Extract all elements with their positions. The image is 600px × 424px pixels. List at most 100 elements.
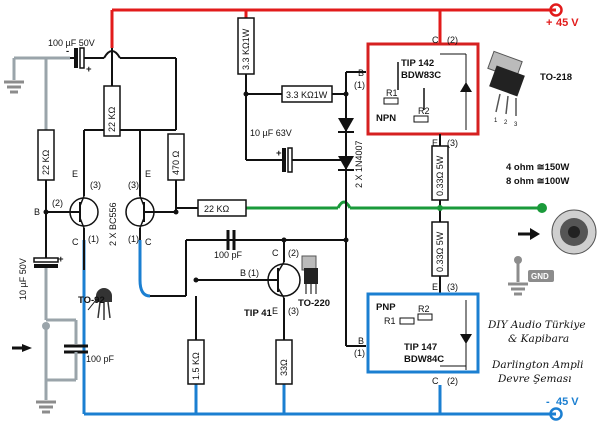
- to92-label: TO-92: [78, 295, 105, 306]
- input-gray-wiring: 100 pF: [12, 318, 115, 414]
- svg-text:(3): (3): [447, 138, 458, 148]
- svg-text:3.3 KΩ1W: 3.3 KΩ1W: [286, 90, 328, 100]
- svg-text:+: +: [276, 148, 282, 159]
- output-terminal[interactable]: [537, 203, 547, 213]
- svg-text:3.3 KΩ1W: 3.3 KΩ1W: [241, 28, 251, 70]
- svg-text:(2): (2): [447, 376, 458, 386]
- output-line: [246, 200, 547, 213]
- cap-10u50-label: 10 µF 50V: [18, 258, 28, 300]
- input-100pf-label: 100 pF: [86, 354, 115, 364]
- svg-text:1.5 KΩ: 1.5 KΩ: [191, 352, 201, 380]
- input-cap-minus: -: [66, 46, 69, 57]
- diff-pair-bc556: B (2) E (3) C (1) E (3) C (1) 2 X BC556: [34, 48, 176, 280]
- svg-text:E: E: [72, 169, 78, 179]
- svg-text:100 pF: 100 pF: [214, 250, 243, 260]
- svg-text:(1): (1): [354, 80, 365, 90]
- negative-rail-sign: -: [546, 396, 550, 408]
- ground-input-bottom-icon: [36, 400, 56, 414]
- to218-label: TO-218: [540, 72, 572, 83]
- svg-text:(1): (1): [128, 234, 139, 244]
- svg-text:NPN: NPN: [376, 113, 396, 124]
- resistor-33: [275, 339, 293, 385]
- svg-text:0.33Ω 5W: 0.33Ω 5W: [435, 155, 445, 196]
- input-cap-label: 100 µF 50V: [48, 38, 95, 48]
- junction-dots: [43, 91, 443, 283]
- svg-text:33Ω: 33Ω: [279, 359, 289, 376]
- positive-rail: + 45 V: [110, 3, 579, 48]
- credit-line4: Devre Şeması: [497, 373, 572, 385]
- svg-text:3: 3: [514, 122, 518, 128]
- resistor-22k-feedback: 22 KΩ: [176, 199, 247, 217]
- input-capacitor: [70, 47, 96, 69]
- svg-text:TIP 142: TIP 142: [401, 58, 434, 69]
- credit-line3: Darlington Ampli: [491, 359, 584, 371]
- bias-diodes: 2 X 1N4007: [338, 71, 366, 347]
- svg-text:(1): (1): [248, 268, 259, 278]
- input-arrow-icon: [22, 344, 32, 352]
- svg-text:(3): (3): [447, 282, 458, 292]
- resistor-22k-left: 22 KΩ: [37, 129, 55, 258]
- input-ground-icon: [4, 80, 24, 94]
- resistor-22k-top: 22 KΩ: [103, 85, 121, 137]
- svg-text:R1: R1: [386, 88, 398, 98]
- svg-text:(3): (3): [288, 306, 299, 316]
- svg-text:2 X 1N4007: 2 X 1N4007: [354, 140, 364, 188]
- svg-text:(3): (3): [128, 180, 139, 190]
- to92-package-icon: [87, 288, 112, 320]
- svg-text:(2): (2): [447, 35, 458, 45]
- svg-text:E: E: [432, 138, 438, 148]
- credit-line2: & Kapibara: [508, 333, 569, 345]
- positive-rail-sign: +: [546, 17, 552, 29]
- svg-text:1: 1: [494, 118, 498, 124]
- to220-label: TO-220: [298, 298, 330, 309]
- svg-text:22 KΩ: 22 KΩ: [204, 204, 230, 214]
- tip41-section: 100 pF 1.5 KΩ 33Ω B (1) C (2) E (3) TIP …: [150, 230, 346, 385]
- positive-terminal[interactable]: [549, 3, 563, 17]
- svg-text:R2: R2: [418, 304, 430, 314]
- svg-text:22 KΩ: 22 KΩ: [107, 106, 117, 132]
- speaker-icon: [551, 209, 597, 255]
- svg-text:0.33Ω 5W: 0.33Ω 5W: [435, 231, 445, 272]
- svg-text:2: 2: [504, 120, 508, 126]
- power-rating-8ohm: 8 ohm ≅100W: [506, 176, 569, 187]
- cap-10u50-plus: +: [58, 254, 64, 265]
- svg-text:C: C: [432, 376, 439, 386]
- svg-text:10 µF 63V: 10 µF 63V: [250, 128, 292, 138]
- capacitor-100pf-mid: 100 pF: [214, 230, 243, 260]
- svg-text:(2): (2): [52, 198, 63, 208]
- output-ground-icon: [508, 256, 528, 296]
- bc556-label: 2 X BC556: [108, 202, 118, 246]
- capacitor-10uf-50v: + 10 µF 50V: [18, 254, 64, 320]
- power-rating-4ohm: 4 ohm ≅150W: [506, 162, 569, 173]
- npn-darlington: TIP 142 BDW83C NPN R1 R2 B (1) C (2) E (…: [354, 35, 480, 148]
- svg-text:B: B: [358, 336, 364, 346]
- negative-terminal[interactable]: [549, 407, 563, 421]
- speaker-arrow-icon: [530, 228, 540, 240]
- gnd-label: GND: [531, 272, 549, 281]
- svg-text:BDW84C: BDW84C: [404, 354, 444, 365]
- tip41-name: TIP 41: [244, 308, 273, 319]
- svg-text:22 KΩ: 22 KΩ: [41, 149, 51, 175]
- svg-text:C: C: [72, 237, 79, 247]
- resistor-470: 470 Ω: [167, 133, 185, 212]
- svg-text:R1: R1: [384, 316, 396, 326]
- svg-text:(3): (3): [90, 180, 101, 190]
- svg-text:E: E: [432, 282, 438, 292]
- svg-text:B: B: [358, 68, 364, 78]
- svg-text:C: C: [432, 35, 439, 45]
- positive-rail-label: 45 V: [556, 17, 579, 29]
- svg-text:(1): (1): [354, 348, 365, 358]
- svg-text:R2: R2: [418, 106, 430, 116]
- svg-text:BDW83C: BDW83C: [401, 70, 441, 81]
- input-section: 100 µF 50V - +: [4, 38, 177, 130]
- capacitor-10uf-63v: 10 µF 63V +: [245, 94, 346, 173]
- svg-text:B: B: [34, 207, 40, 217]
- resistor-1-5k: [187, 339, 205, 385]
- svg-text:(2): (2): [288, 248, 299, 258]
- svg-text:(1): (1): [88, 234, 99, 244]
- pnp-darlington: PNP R1 R2 TIP 147 BDW84C B (1) E (3) C (…: [354, 282, 480, 386]
- svg-text:C: C: [272, 248, 279, 258]
- input-cap-100pf: 100 pF: [46, 344, 115, 382]
